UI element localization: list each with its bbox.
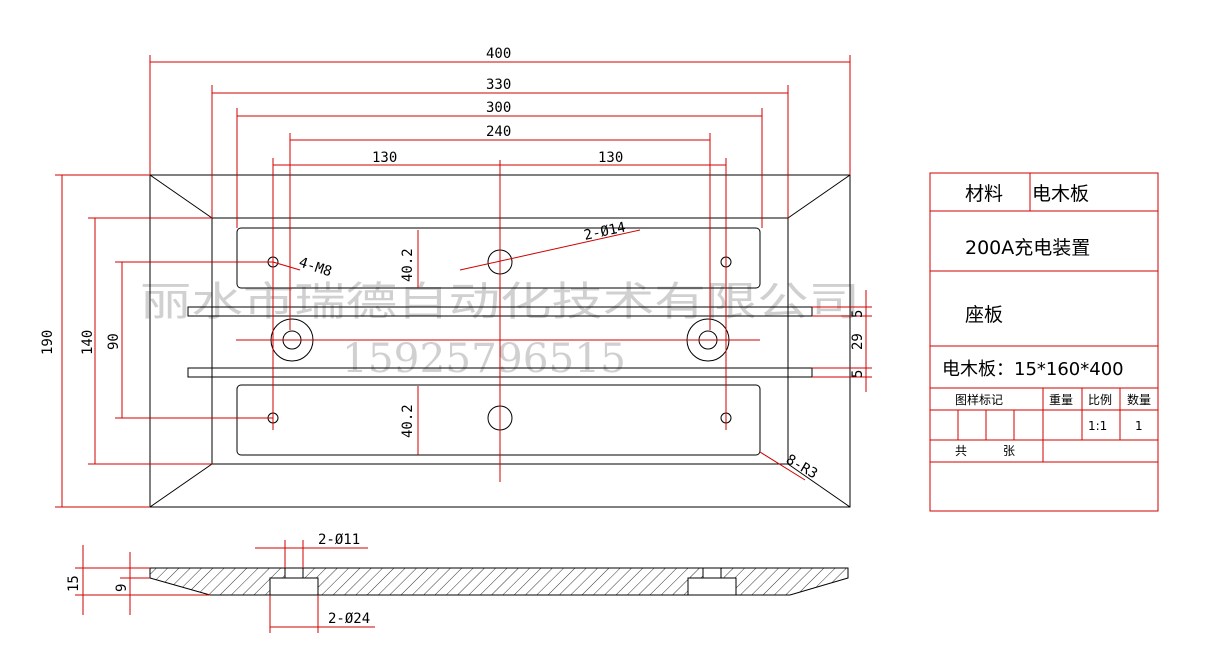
leader-d14 xyxy=(459,229,641,271)
dim-step: 9 xyxy=(114,584,130,592)
title-block-frame xyxy=(929,172,1159,512)
dim-130-right: 130 xyxy=(598,150,623,166)
col-scale: 比例 xyxy=(1088,393,1112,407)
sheet-label: 张 xyxy=(1003,444,1015,458)
dim-slot-lower: 40.2 xyxy=(400,404,416,438)
chamfer-line xyxy=(787,174,851,219)
dim-400: 400 xyxy=(486,46,511,62)
chamfer-line xyxy=(787,463,851,508)
total-sheets-label: 共 xyxy=(955,444,967,458)
plan-view xyxy=(149,160,851,508)
col-weight: 重量 xyxy=(1049,393,1073,407)
col-drawing-mark: 图样标记 xyxy=(955,392,1003,407)
plan-dimensions: 400 330 300 240 130 130 190 140 90 40.2 … xyxy=(40,46,872,508)
callout-d14: 2-Ø14 xyxy=(583,219,628,243)
scale-value: 1:1 xyxy=(1088,419,1107,433)
part-name: 座板 xyxy=(965,304,1003,326)
watermark-phone: 15925796515 xyxy=(342,336,626,382)
dim-140: 140 xyxy=(80,330,96,355)
project-name: 200A充电装置 xyxy=(965,237,1090,259)
material-label: 材料 xyxy=(965,183,1003,205)
callout-d24: 2-Ø24 xyxy=(328,611,370,627)
lower-slot xyxy=(236,384,761,456)
through-hole xyxy=(284,567,304,579)
chamfer-line xyxy=(149,174,213,219)
dim-330: 330 xyxy=(486,77,511,93)
quantity-value: 1 xyxy=(1135,419,1143,433)
dim-190: 190 xyxy=(40,330,56,355)
callout-m8: 4-M8 xyxy=(297,255,334,281)
chamfer-line xyxy=(149,463,213,508)
counterbore-pocket xyxy=(687,577,737,596)
callout-d11: 2-Ø11 xyxy=(318,532,360,548)
dim-rail-gap: 29 xyxy=(850,333,866,350)
material-spec: 电木板：15*160*400 xyxy=(942,359,1124,380)
through-hole xyxy=(702,567,722,579)
section-view: 15 9 2-Ø11 2-Ø24 xyxy=(66,532,849,633)
dim-rail-top: 5 xyxy=(850,310,866,318)
material-value: 电木板 xyxy=(1032,183,1089,205)
leader-r3 xyxy=(759,451,806,481)
upper-slot xyxy=(236,227,761,289)
section-body xyxy=(149,567,849,596)
dim-240: 240 xyxy=(486,124,511,140)
dim-90: 90 xyxy=(106,333,122,350)
leader-m8 xyxy=(272,261,301,271)
dim-300: 300 xyxy=(486,100,511,116)
dim-thickness: 15 xyxy=(66,575,82,592)
col-quantity: 数量 xyxy=(1127,392,1151,407)
dim-rail-bottom: 5 xyxy=(850,370,866,378)
dim-slot-upper: 40.2 xyxy=(400,248,416,282)
counterbore-pocket xyxy=(269,577,319,596)
dim-130-left: 130 xyxy=(372,150,397,166)
title-block: 材料 电木板 200A充电装置 座板 电木板：15*160*400 图样标记 重… xyxy=(929,172,1159,512)
